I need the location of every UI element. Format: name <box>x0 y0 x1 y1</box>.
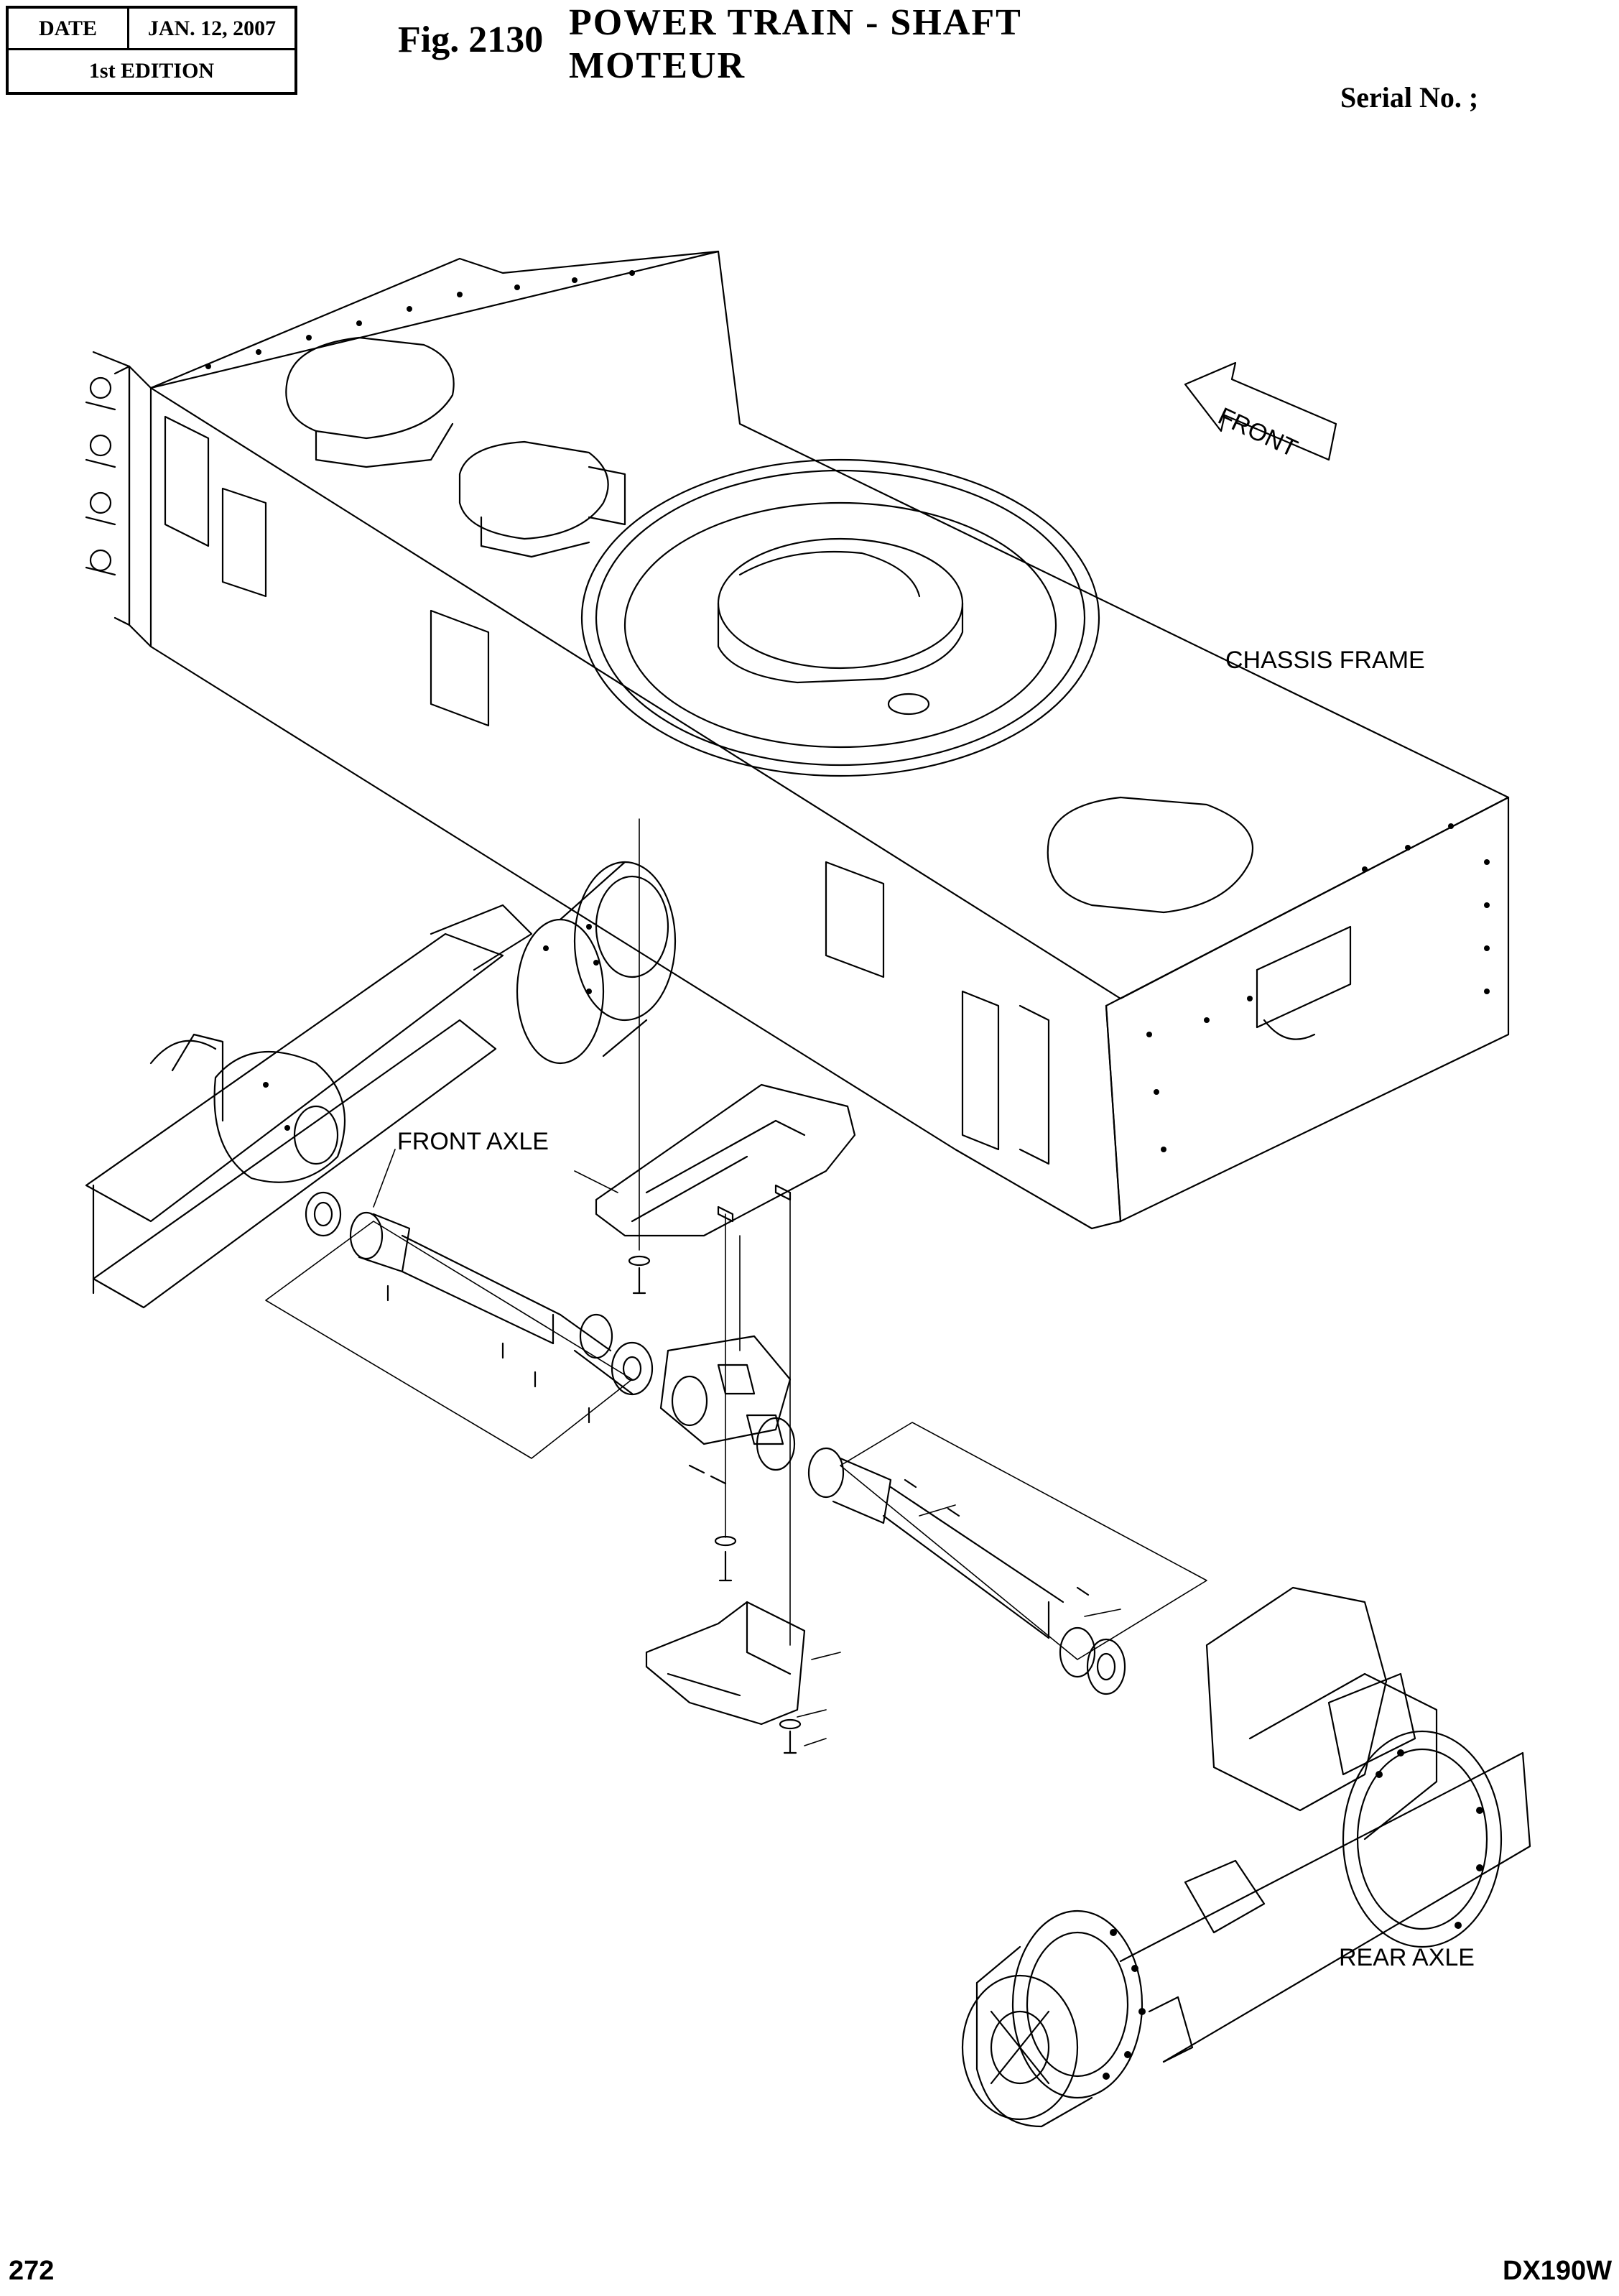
mounting-bolts <box>388 1256 1088 1753</box>
model-number: DX190W <box>1503 2256 1613 2286</box>
front-axle-bolts <box>263 924 599 1131</box>
figure-title-line1: POWER TRAIN - SHAFT <box>569 2 1022 43</box>
rear-axle-label: REAR AXLE <box>1339 1944 1475 1971</box>
date-value: JAN. 12, 2007 <box>129 9 294 50</box>
chassis-frame-label: CHASSIS FRAME <box>1225 647 1425 674</box>
front-propeller-shaft <box>351 1213 652 1394</box>
figure-number: Fig. 2130 <box>398 19 544 60</box>
edition-label: 1st EDITION <box>88 59 215 83</box>
page-number: 272 <box>9 2256 55 2286</box>
front-axle-label: FRONT AXLE <box>397 1128 549 1155</box>
upper-mounting-bracket <box>596 1085 855 1236</box>
chassis-frame <box>86 251 1508 1228</box>
alignment-lines <box>374 819 1121 1746</box>
lower-mounting-bracket <box>646 1602 804 1724</box>
front-axle <box>86 862 675 1307</box>
rear-axle-bolts <box>1103 1749 1483 2080</box>
transmission <box>1207 1588 1437 1839</box>
header-info-box: DATE JAN. 12, 2007 1st EDITION <box>6 6 297 95</box>
front-direction-arrow <box>1185 363 1336 460</box>
rear-propeller-shaft <box>809 1448 1125 1694</box>
date-label: DATE <box>9 9 129 50</box>
center-bearing-support <box>661 1336 794 1470</box>
shaft-projection-planes <box>266 1221 1207 1659</box>
figure-title-line2: MOTEUR <box>569 45 746 86</box>
serial-number: Serial No. ; <box>1340 81 1479 114</box>
rear-axle <box>962 1731 1530 2126</box>
frame-bolt-holes <box>205 270 1490 1152</box>
